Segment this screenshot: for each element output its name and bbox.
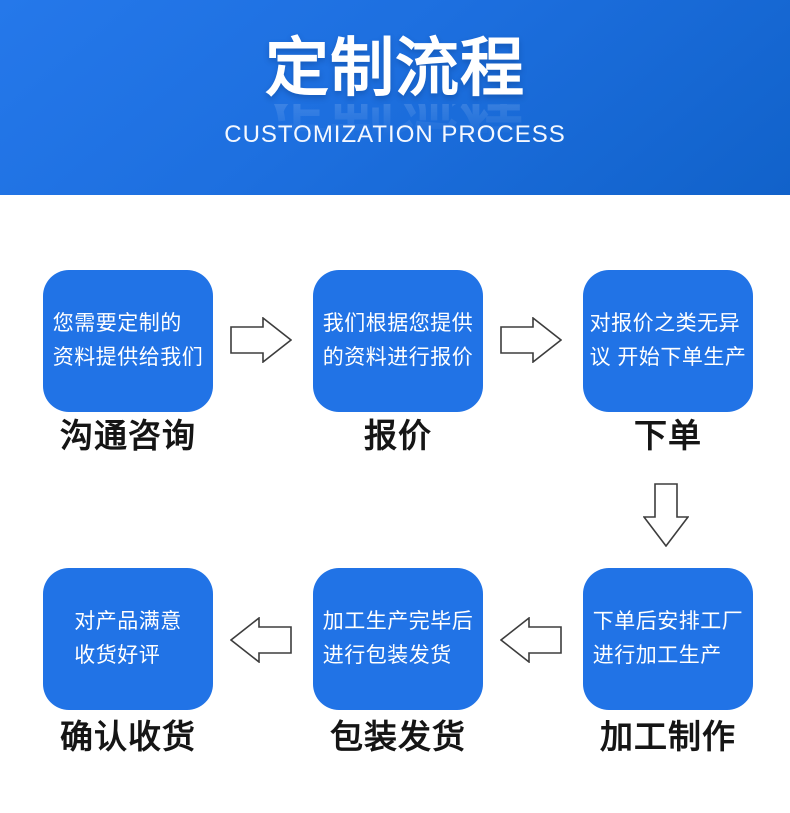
step-box-order: 对报价之类无异 议 开始下单生产 <box>583 270 753 412</box>
step-line: 对报价之类无异 <box>589 312 741 335</box>
arrow-right-icon <box>230 317 292 363</box>
step-line: 的资料进行报价 <box>322 346 474 369</box>
step-line: 议 开始下单生产 <box>589 346 747 369</box>
step-line: 加工生产完毕后 <box>322 610 474 633</box>
step-label-consult: 沟通咨询 <box>60 417 196 454</box>
flow-diagram: 您需要定制的 资料提供给我们 沟通咨询 我们根据您提供 的资料进行报价 报价 对… <box>0 195 790 813</box>
step-line: 进行包装发货 <box>322 644 452 667</box>
step-label-manufacture: 加工制作 <box>600 718 736 755</box>
step-description: 下单后安排工厂 进行加工生产 <box>593 605 744 673</box>
step-line: 下单后安排工厂 <box>592 610 744 633</box>
step-description: 对报价之类无异 议 开始下单生产 <box>590 307 747 375</box>
step-label-receive: 确认收货 <box>60 718 196 755</box>
page-title: 定制流程 <box>265 32 525 104</box>
page-subtitle: CUSTOMIZATION PROCESS <box>224 121 566 148</box>
arrow-left-icon <box>500 617 562 663</box>
step-box-quote: 我们根据您提供 的资料进行报价 <box>313 270 483 412</box>
step-line: 我们根据您提供 <box>322 312 474 335</box>
step-box-consult: 您需要定制的 资料提供给我们 <box>43 270 213 412</box>
step-description: 加工生产完毕后 进行包装发货 <box>323 605 474 673</box>
step-box-manufacture: 下单后安排工厂 进行加工生产 <box>583 568 753 710</box>
step-label-quote: 报价 <box>364 417 432 454</box>
arrow-left-icon <box>230 617 292 663</box>
step-line: 您需要定制的 <box>52 312 182 335</box>
arrow-right-icon <box>500 317 562 363</box>
arrow-down-icon <box>643 483 689 547</box>
step-box-ship: 加工生产完毕后 进行包装发货 <box>313 568 483 710</box>
banner: 定制流程 定制流程 CUSTOMIZATION PROCESS <box>0 0 790 195</box>
step-line: 对产品满意 <box>74 610 182 633</box>
step-description: 我们根据您提供 的资料进行报价 <box>323 307 474 375</box>
step-line: 进行加工生产 <box>592 644 722 667</box>
step-description: 您需要定制的 资料提供给我们 <box>53 307 204 375</box>
step-description: 对产品满意 收货好评 <box>74 605 182 673</box>
step-label-ship: 包装发货 <box>330 718 466 755</box>
step-label-order: 下单 <box>634 417 702 454</box>
step-line: 资料提供给我们 <box>52 346 204 369</box>
step-line: 收货好评 <box>74 644 161 667</box>
step-box-receive: 对产品满意 收货好评 <box>43 568 213 710</box>
